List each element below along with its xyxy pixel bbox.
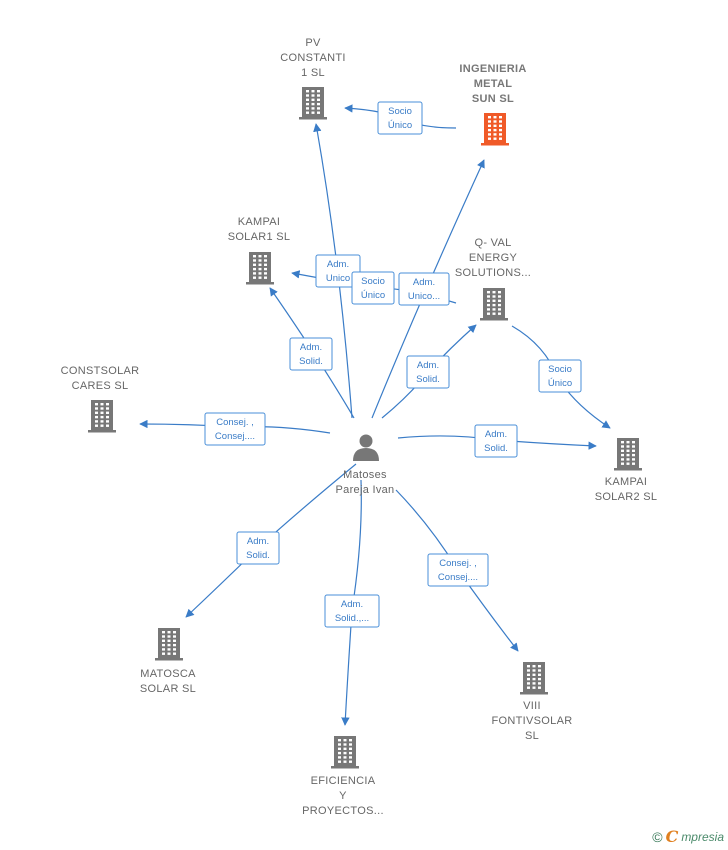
company-name-line: Y xyxy=(339,790,347,802)
building-icon[interactable] xyxy=(520,662,548,695)
company-name-line: SOLAR SL xyxy=(140,683,196,695)
company-name-line: 1 SL xyxy=(301,67,325,79)
edge-label-text: Único xyxy=(548,378,572,389)
edge-label-c-pv[interactable]: Adm. Unico xyxy=(315,254,361,288)
company-name: INGENIERIA METAL SUN SL xyxy=(459,63,526,105)
building-icon[interactable] xyxy=(88,400,116,433)
edge-label-text: Consej.... xyxy=(438,572,478,583)
edge-label-text: Consej.... xyxy=(215,431,255,442)
company-name-line: CONSTANTI xyxy=(280,52,345,64)
edge-label-text: Adm. xyxy=(417,360,439,371)
company-name: Q- VAL ENERGY SOLUTIONS... xyxy=(455,237,531,279)
edge-label-text: Adm. xyxy=(413,277,435,288)
edge-label-text: Solid. xyxy=(484,443,508,454)
edge-label-c-k1[interactable]: Adm. Solid. xyxy=(289,337,333,371)
edge-label-text: Solid. xyxy=(246,550,270,561)
company-name-line: VIII xyxy=(523,700,541,712)
building-icon[interactable] xyxy=(155,628,183,661)
company-name-line: CONSTSOLAR xyxy=(61,365,140,377)
company-name-line: SOLAR1 SL xyxy=(228,231,291,243)
company-node-k2[interactable]: KAMPAI SOLAR2 SL xyxy=(595,438,658,503)
company-name-line: PV xyxy=(305,37,321,49)
company-node-ing[interactable]: INGENIERIA METAL SUN SL xyxy=(459,63,526,146)
edge-label-text: Consej. , xyxy=(439,558,477,569)
brand-name: mpresia xyxy=(681,829,724,844)
company-name: PV CONSTANTI 1 SL xyxy=(280,37,345,79)
copyright-icon: © xyxy=(652,828,663,845)
edge-label-text: Socio xyxy=(388,106,412,117)
edge-label-text: Adm. xyxy=(341,599,363,610)
person-name-line: Pareja Ivan xyxy=(336,484,395,496)
edge-label-c-qv[interactable]: Adm. Solid. xyxy=(406,355,450,389)
building-icon[interactable] xyxy=(299,87,327,120)
edge-label-text: Único xyxy=(388,120,412,131)
edge-label-c-k2[interactable]: Adm. Solid. xyxy=(474,424,518,458)
company-name-line: METAL xyxy=(474,78,513,90)
company-name: KAMPAI SOLAR2 SL xyxy=(595,476,658,503)
edge-label-text: Solid.,... xyxy=(335,613,369,624)
company-name-line: MATOSCA xyxy=(140,668,196,680)
edge-label-text: Consej. , xyxy=(216,417,254,428)
company-node-k1[interactable]: KAMPAI SOLAR1 SL xyxy=(228,216,291,285)
edge-label-text: Único xyxy=(361,290,385,301)
building-icon[interactable] xyxy=(480,288,508,321)
edge-label-text: Unico... xyxy=(408,291,440,302)
company-node-vi[interactable]: VIII FONTIVSOLAR SL xyxy=(492,662,573,742)
edge-label-text: Solid. xyxy=(416,374,440,385)
edge-label-c-cs[interactable]: Consej. , Consej.... xyxy=(204,412,266,446)
company-name-line: Q- VAL xyxy=(474,237,511,249)
company-node-pv[interactable]: PV CONSTANTI 1 SL xyxy=(280,37,345,120)
company-node-ma[interactable]: MATOSCA SOLAR SL xyxy=(140,628,196,695)
edge-label-text: Unico xyxy=(326,273,350,284)
edge-label-text: Solid. xyxy=(299,356,323,367)
company-name-line: KAMPAI xyxy=(605,476,648,488)
company-name-line: SUN SL xyxy=(472,93,514,105)
company-node-cs[interactable]: CONSTSOLAR CARES SL xyxy=(61,365,140,433)
edge-label-text: Socio xyxy=(361,276,385,287)
company-name: VIII FONTIVSOLAR SL xyxy=(492,700,573,742)
company-name-line: ENERGY xyxy=(469,252,518,264)
edge-label-text: Adm. xyxy=(300,342,322,353)
person-name-line: Matoses xyxy=(343,469,387,481)
edge-label-c-vi[interactable]: Consej. , Consej.... xyxy=(427,553,489,587)
edge-label-text: Adm. xyxy=(247,536,269,547)
brand-initial: C xyxy=(665,827,679,846)
company-name-line: CARES SL xyxy=(72,380,129,392)
company-name-line: SL xyxy=(525,730,539,742)
company-node-ef[interactable]: EFICIENCIA Y PROYECTOS... xyxy=(302,736,384,817)
company-name: KAMPAI SOLAR1 SL xyxy=(228,216,291,243)
edge-label-text: Adm. xyxy=(485,429,507,440)
edge-label-c-ef[interactable]: Adm. Solid.,... xyxy=(324,594,380,628)
person-icon xyxy=(353,434,379,461)
edge-label-text: Adm. xyxy=(327,259,349,270)
company-name-line: INGENIERIA xyxy=(459,63,526,75)
company-name-line: PROYECTOS... xyxy=(302,805,384,817)
company-name-line: KAMPAI xyxy=(238,216,281,228)
edge-label-c-ma[interactable]: Adm. Solid. xyxy=(236,531,280,565)
company-name-line: SOLUTIONS... xyxy=(455,267,531,279)
company-node-qv[interactable]: Q- VAL ENERGY SOLUTIONS... xyxy=(455,237,531,321)
company-name: CONSTSOLAR CARES SL xyxy=(61,365,140,392)
nodes-layer: PV CONSTANTI 1 SL INGENIERIA METAL SUN SL KAMP… xyxy=(61,37,658,817)
company-name: MATOSCA SOLAR SL xyxy=(140,668,196,695)
edge-label-c-ing[interactable]: Adm. Unico... xyxy=(398,272,450,306)
building-icon[interactable] xyxy=(246,252,274,285)
building-icon[interactable] xyxy=(481,113,509,146)
company-name-line: SOLAR2 SL xyxy=(595,491,658,503)
edge-label-text: Socio xyxy=(548,364,572,375)
building-icon[interactable] xyxy=(614,438,642,471)
building-icon[interactable] xyxy=(331,736,359,769)
company-name: EFICIENCIA Y PROYECTOS... xyxy=(302,775,384,817)
company-name-line: FONTIVSOLAR xyxy=(492,715,573,727)
company-name-line: EFICIENCIA xyxy=(311,775,376,787)
